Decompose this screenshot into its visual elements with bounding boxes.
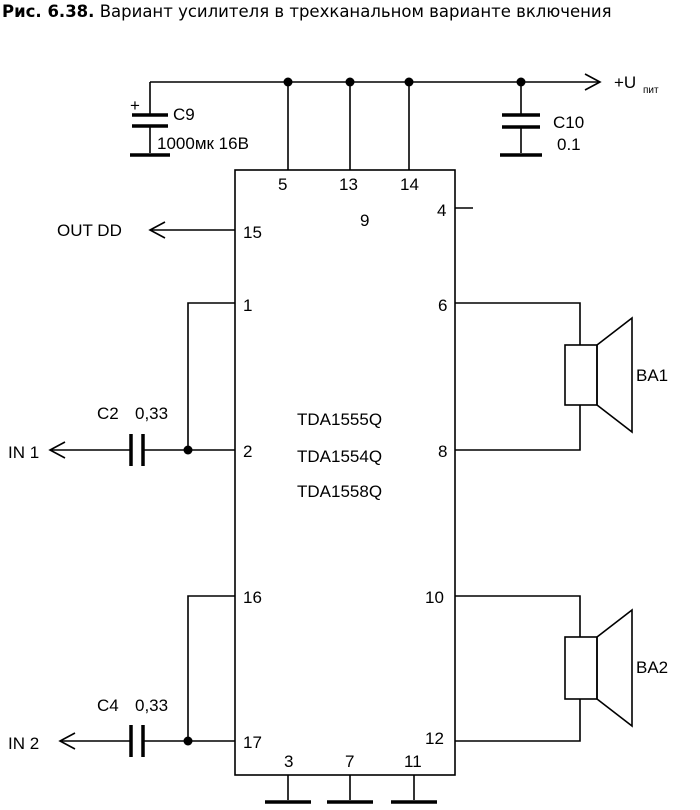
- pin6-wire: [455, 302, 581, 345]
- pin-11-label: 11: [404, 752, 422, 771]
- pin-10-label: 10: [425, 588, 444, 607]
- pin-7-label: 7: [345, 752, 354, 771]
- pin-15-label: 15: [243, 223, 262, 242]
- junction-dot: [183, 736, 193, 746]
- c4-value: 0,33: [135, 696, 168, 715]
- c10-value: 0.1: [557, 135, 581, 154]
- capacitor-c10: [500, 82, 542, 157]
- figure-title: Вариант усилителя в трехканальном вариан…: [99, 2, 612, 21]
- out-dd-arrow: [148, 221, 166, 239]
- pin12-wire: [455, 699, 581, 742]
- speaker-ba2: [564, 608, 633, 728]
- chip-name-3: TDA1558Q: [297, 482, 382, 501]
- pin10-wire: [455, 595, 581, 637]
- chip-name-2: TDA1554Q: [297, 447, 382, 466]
- supply-arrow: [584, 73, 602, 91]
- figure-number: Рис. 6.38.: [2, 2, 95, 21]
- pin-3-label: 3: [284, 752, 293, 771]
- out-dd-label: OUT DD: [57, 221, 122, 240]
- capacitor-c9: [130, 82, 170, 157]
- in2-label: IN 2: [8, 734, 39, 753]
- pin-16-label: 16: [243, 588, 262, 607]
- supply-subscript: пит: [643, 85, 659, 96]
- pin-4-label: 4: [437, 201, 446, 220]
- pin-17-label: 17: [243, 733, 262, 752]
- ba2-label: BA2: [636, 658, 668, 677]
- supply-label: +U: [614, 73, 636, 92]
- c2-label: C2: [97, 404, 119, 423]
- pin16-wire: [187, 595, 235, 741]
- pin-14-label: 14: [400, 175, 419, 194]
- junction-dot: [183, 445, 193, 455]
- pin1-wire: [187, 302, 235, 450]
- in2-arrow: [58, 732, 76, 750]
- pin-8-label: 8: [438, 442, 447, 461]
- in1-arrow: [48, 441, 66, 459]
- figure-caption: Рис. 6.38. Вариант усилителя в трехканал…: [2, 2, 698, 21]
- pin-2-label: 2: [243, 442, 252, 461]
- c10-label: C10: [553, 113, 584, 132]
- pin-12-label: 12: [425, 729, 444, 748]
- c2-value: 0,33: [135, 404, 168, 423]
- pin-5-label: 5: [278, 175, 287, 194]
- in1-label: IN 1: [8, 443, 39, 462]
- c4-label: C4: [97, 696, 119, 715]
- ba1-label: BA1: [636, 366, 668, 385]
- c9-label: C9: [173, 105, 195, 124]
- pin-13-label: 13: [339, 175, 358, 194]
- chip-body: [234, 169, 456, 776]
- c9-plus-sign: +: [130, 96, 140, 115]
- c9-value: 1000мк 16В: [157, 134, 249, 153]
- speaker-ba1: [564, 316, 633, 434]
- pin-9-label: 9: [360, 211, 369, 230]
- pin-1-label: 1: [243, 296, 252, 315]
- pin-6-label: 6: [438, 296, 447, 315]
- pin8-wire: [455, 405, 581, 451]
- chip-name-1: TDA1555Q: [297, 410, 382, 429]
